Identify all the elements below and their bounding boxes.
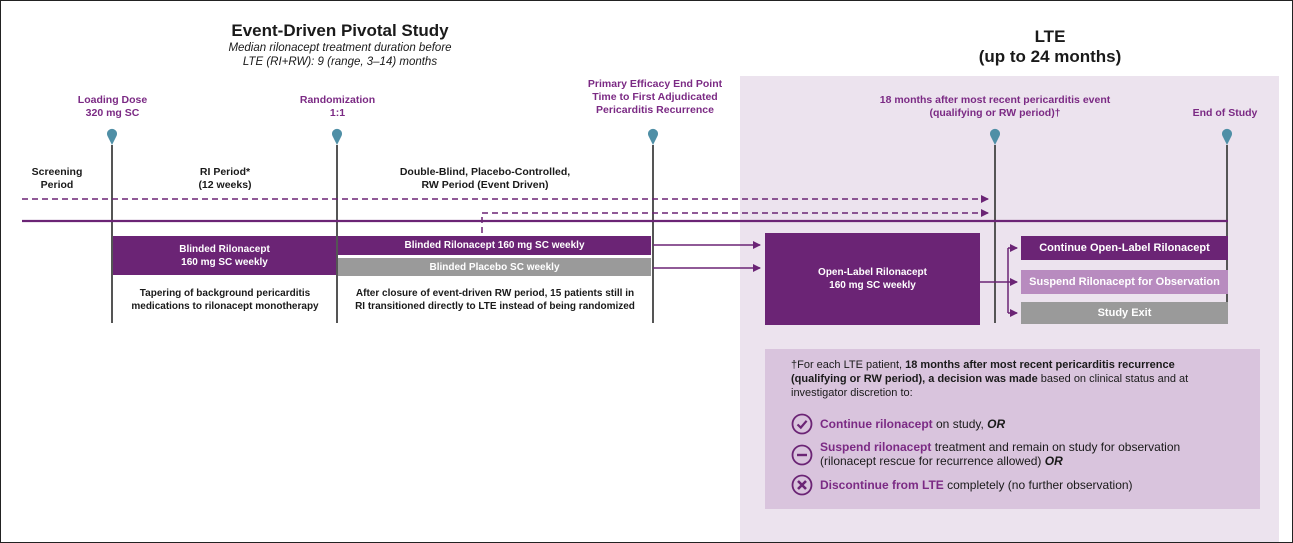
continue-open-label-box: Continue Open-Label Rilonacept bbox=[1021, 236, 1228, 260]
location-pin-icon bbox=[107, 128, 117, 145]
footnote-line1-bold: 18 months after most recent pericarditis… bbox=[905, 359, 1175, 371]
primary-endpoint-line3: Pericarditis Recurrence bbox=[596, 104, 714, 116]
primary-endpoint-label: Primary Efficacy End Point Time to First… bbox=[565, 78, 745, 117]
footnote-line2-bold: (qualifying or RW period), a decision wa… bbox=[791, 373, 1038, 385]
option-suspend-line2: (rilonacept rescue for recurrence allowe… bbox=[820, 454, 1045, 468]
option-discontinue-bold: Discontinue from LTE bbox=[820, 478, 944, 492]
tapering-line1: Tapering of background pericarditis bbox=[139, 288, 311, 299]
option-suspend-or: OR bbox=[1044, 454, 1063, 468]
blinded-rilonacept-line1: Blinded Rilonacept bbox=[179, 243, 270, 255]
tapering-note: Tapering of background pericarditis medi… bbox=[115, 287, 335, 313]
blinded-rilonacept-rw-bar: Blinded Rilonacept 160 mg SC weekly bbox=[338, 236, 651, 255]
option-suspend: Suspend rilonacept treatment and remain … bbox=[791, 440, 1251, 470]
study-exit-box: Study Exit bbox=[1021, 302, 1228, 324]
option-discontinue: Discontinue from LTE completely (no furt… bbox=[791, 474, 1251, 498]
randomization-line2: 1:1 bbox=[329, 107, 346, 119]
option-continue: Continue rilonacept on study, OR bbox=[791, 413, 1251, 437]
option-suspend-text: treatment and remain on study for observ… bbox=[931, 440, 1181, 454]
randomization-line bbox=[336, 145, 338, 323]
loading-dose-line bbox=[111, 145, 113, 323]
location-pin-icon bbox=[332, 128, 342, 145]
pivotal-subtitle-line2: LTE (RI+RW): 9 (range, 3–14) months bbox=[242, 56, 438, 68]
primary-endpoint-line1: Primary Efficacy End Point bbox=[587, 78, 723, 90]
loading-dose-label: Loading Dose 320 mg SC bbox=[55, 94, 170, 120]
end-of-study-label: End of Study bbox=[1192, 107, 1258, 119]
loading-dose-line2: 320 mg SC bbox=[85, 107, 140, 119]
eighteen-months-line bbox=[994, 145, 996, 323]
option-discontinue-text: completely (no further observation) bbox=[943, 478, 1133, 492]
footnote-line3: investigator discretion to: bbox=[791, 387, 913, 399]
option-continue-text: on study, bbox=[932, 417, 988, 431]
screening-line2: Period bbox=[40, 179, 74, 191]
end-of-study-line bbox=[1226, 145, 1228, 323]
location-pin-icon bbox=[990, 128, 1000, 145]
blinded-placebo-bar: Blinded Placebo SC weekly bbox=[338, 258, 651, 276]
rw-period-line2: RW Period (Event Driven) bbox=[421, 179, 549, 191]
x-circle-icon bbox=[791, 474, 813, 496]
blinded-rilonacept-ri-bar: Blinded Rilonacept 160 mg SC weekly bbox=[113, 236, 336, 275]
suspend-rilonacept-box: Suspend Rilonacept for Observation bbox=[1021, 270, 1228, 294]
footnote-line1-pre: †For each LTE patient, bbox=[791, 359, 906, 371]
check-circle-icon bbox=[791, 413, 813, 435]
option-continue-or: OR bbox=[987, 417, 1006, 431]
primary-endpoint-line2: Time to First Adjudicated bbox=[592, 91, 718, 103]
open-label-rilonacept-box: Open-Label Rilonacept 160 mg SC weekly bbox=[765, 233, 980, 325]
rw-period-label: Double-Blind, Placebo-Controlled, RW Per… bbox=[380, 166, 590, 192]
eighteen-months-line1: 18 months after most recent pericarditis… bbox=[879, 94, 1111, 106]
lte-decision-footnote bbox=[765, 349, 1260, 509]
footnote-line2-post: based on clinical status and at bbox=[1037, 373, 1189, 385]
open-label-line1: Open-Label Rilonacept bbox=[818, 267, 927, 278]
footnote-text: †For each LTE patient, 18 months after m… bbox=[791, 358, 1251, 400]
eighteen-months-line2: (qualifying or RW period)† bbox=[929, 107, 1061, 119]
randomization-label: Randomization 1:1 bbox=[280, 94, 395, 120]
eighteen-months-label: 18 months after most recent pericarditis… bbox=[850, 94, 1140, 120]
rw-period-line1: Double-Blind, Placebo-Controlled, bbox=[399, 166, 571, 178]
ri-period-line1: RI Period* bbox=[199, 166, 251, 178]
screening-period-label: Screening Period bbox=[22, 166, 92, 192]
lte-subtitle: (up to 24 months) bbox=[978, 47, 1122, 66]
screening-line1: Screening bbox=[31, 166, 83, 178]
option-continue-bold: Continue rilonacept bbox=[820, 417, 933, 431]
location-pin-icon bbox=[1222, 128, 1232, 145]
ri-period-line2: (12 weeks) bbox=[198, 179, 252, 191]
pivotal-subtitle-line1: Median rilonacept treatment duration bef… bbox=[228, 42, 452, 54]
closure-note: After closure of event-driven RW period,… bbox=[340, 287, 650, 313]
randomization-line1: Randomization bbox=[299, 94, 376, 106]
lte-title: LTE bbox=[1034, 27, 1066, 46]
open-label-line2: 160 mg SC weekly bbox=[829, 280, 916, 291]
location-pin-icon bbox=[648, 128, 658, 145]
minus-circle-icon bbox=[791, 444, 813, 466]
primary-endpoint-line bbox=[652, 145, 654, 323]
ri-period-label: RI Period* (12 weeks) bbox=[170, 166, 280, 192]
ri-to-lte-dashed-arrow bbox=[481, 209, 989, 233]
pivotal-title-block: Event-Driven Pivotal Study Median rilona… bbox=[190, 21, 490, 69]
closure-line2: RI transitioned directly to LTE instead … bbox=[355, 301, 635, 312]
closure-line1: After closure of event-driven RW period,… bbox=[355, 288, 635, 299]
tapering-line2: medications to rilonacept monotherapy bbox=[131, 301, 319, 312]
lte-title-block: LTE (up to 24 months) bbox=[890, 27, 1210, 67]
pivotal-title: Event-Driven Pivotal Study bbox=[231, 21, 449, 40]
loading-dose-line1: Loading Dose bbox=[77, 94, 148, 106]
blinded-rilonacept-line2: 160 mg SC weekly bbox=[181, 256, 268, 268]
option-suspend-bold: Suspend rilonacept bbox=[820, 440, 932, 454]
